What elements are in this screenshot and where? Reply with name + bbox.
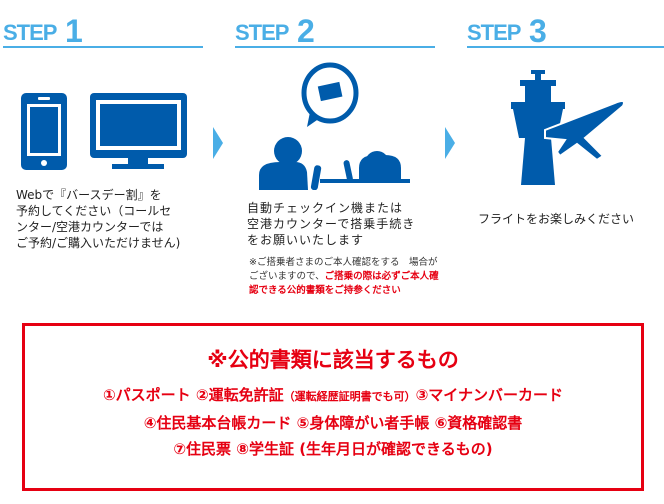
step3-description: フライトをお楽しみください <box>478 211 634 227</box>
doc-note: （運転経歴証明書でも可） <box>283 390 416 403</box>
documents-line-1: ①パスポート ②運転免許証（運転経歴証明書でも可）③マイナンバーカード <box>25 382 641 410</box>
text-line: 空港カウンターで搭乗手続き <box>247 217 416 231</box>
doc-items: ③マイナンバーカード <box>415 386 564 404</box>
text-line: フライトをお楽しみください <box>478 212 635 226</box>
note-warning: ご搭乗の際は必ずご本人確認できる公的書類をご持参ください <box>249 271 439 296</box>
next-arrow-icon <box>213 127 223 159</box>
step-word: STEP <box>3 20 57 45</box>
step-word: STEP <box>467 20 521 45</box>
step2-note: ※ご搭乗者さまのご本人確認をする 場合がございますので、ご搭乗の際は必ずご本人確… <box>249 256 439 298</box>
documents-line-2: ④住民基本台帳カード ⑤身体障がい者手帳 ⑥資格確認書 <box>143 414 523 432</box>
next-arrow-icon <box>445 127 455 159</box>
step-word: STEP <box>235 20 289 45</box>
step1-description: Webで『バースデー割』を予約してください（コールセンター/空港カウンターではご… <box>16 187 180 251</box>
checkin-counter-icon <box>259 62 410 190</box>
step3-heading: STEP 3 <box>467 13 664 49</box>
note-text: ※ご搭乗者さまのご本人確認をする 場合がございますので、 <box>249 257 438 282</box>
step-number: 2 <box>297 13 315 49</box>
text-line: 予約してください（コールセ <box>16 204 172 218</box>
text-line: 自動チェックイン機または <box>247 201 404 215</box>
text-line: をお願いいたします <box>247 233 365 247</box>
box-title: ※公的書類に該当するもの <box>207 348 459 372</box>
documents-line-3: ⑦住民票 ⑧学生証 (生年月日が確認できるもの) <box>173 440 493 458</box>
step-number: 3 <box>529 13 547 49</box>
step1-heading: STEP 1 <box>3 13 203 49</box>
smartphone-and-monitor-icon <box>21 93 187 170</box>
official-documents-box: ※公的書類に該当するもの ①パスポート ②運転免許証（運転経歴証明書でも可）③マ… <box>22 323 644 491</box>
text-line: ご予約/ご購入いただけません) <box>16 236 181 250</box>
doc-items: ①パスポート ②運転免許証 <box>102 386 284 404</box>
step2-heading: STEP 2 <box>235 13 435 49</box>
text-line: ンター/空港カウンターでは <box>16 220 164 234</box>
step2-description: 自動チェックイン機または空港カウンターで搭乗手続きをお願いいたします <box>247 200 415 248</box>
text-line: Webで『バースデー割』を <box>16 188 162 202</box>
control-tower-airplane-icon <box>511 70 625 185</box>
step-number: 1 <box>65 13 83 49</box>
